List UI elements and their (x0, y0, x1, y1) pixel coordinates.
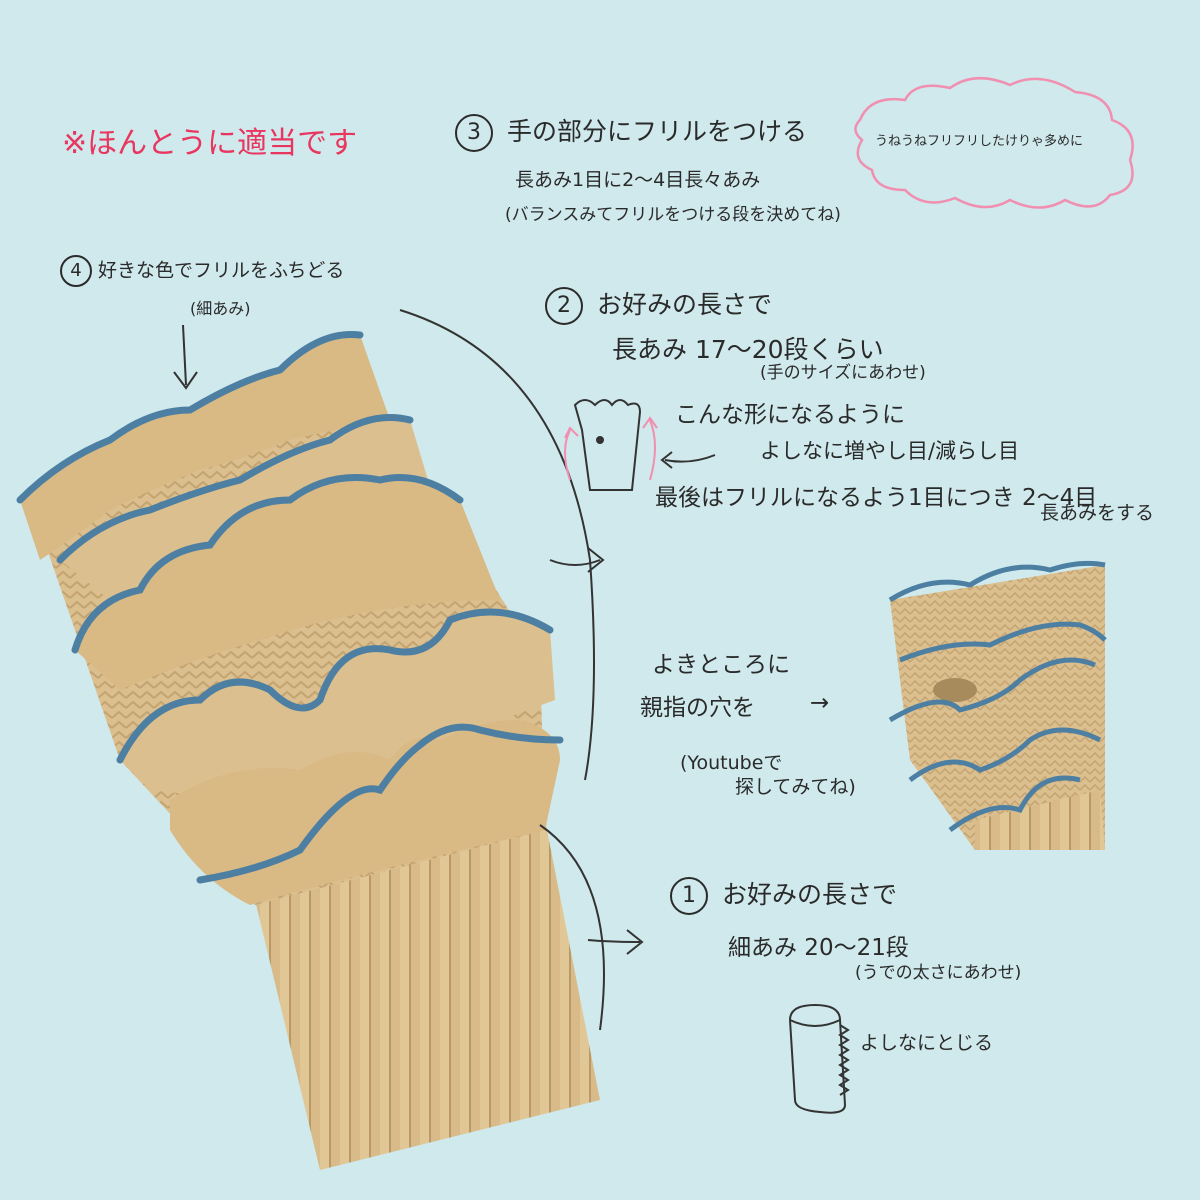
step3-line1: 長あみ1目に2〜4目長々あみ (515, 169, 761, 191)
ruffle-tier-3 (71, 474, 500, 690)
step1-line2: (うでの太さにあわせ) (855, 963, 1022, 983)
warmer-cuff (255, 820, 600, 1170)
step2-number: 2 (545, 287, 583, 325)
thumb-arrow: → (810, 690, 830, 716)
step1-line1: 細あみ 20〜21段 (728, 935, 909, 961)
disclaimer-note: ※ほんとうに適当です (62, 126, 358, 161)
thumb-youtube-2: 探してみてね) (735, 776, 856, 798)
step1-number: 1 (670, 877, 708, 915)
ruffle-tier-4 (116, 608, 555, 795)
cloud-note: うねうねフリフリしたけりゃ多めに (875, 134, 1084, 149)
step1-title: お好みの長さで (722, 880, 898, 909)
step4-heading: 4 好きな色でフリルをふちどる (60, 255, 344, 287)
step4-number: 4 (60, 255, 92, 287)
step3-heading: 3 手の部分にフリルをつける (455, 112, 807, 152)
shape-sketch-icon (564, 399, 716, 491)
curve-arrow-bottom (539, 824, 644, 1031)
step2-title: お好みの長さで (597, 290, 773, 319)
warmer-photo-main (16, 330, 600, 1170)
step1-close-note: よしなにとじる (860, 1032, 994, 1054)
step2-line1: 長あみ 17〜20段くらい (612, 335, 884, 364)
step2-shape-note: こんな形になるように (675, 402, 905, 428)
warmer-photo-inset (888, 560, 1107, 850)
step2-heading: 2 お好みの長さで (545, 285, 772, 325)
step2-line2: (手のサイズにあわせ) (760, 363, 926, 383)
cylinder-sketch-icon (788, 1003, 850, 1114)
ruffle-tier-5 (170, 720, 564, 905)
step4-title: 好きな色でフリルをふちどる (98, 259, 345, 282)
thumb-line1: よきところに (652, 652, 790, 678)
ruffle-tier-1 (16, 330, 390, 560)
step4-sub: (細あみ) (190, 299, 251, 318)
cloud-bubble (854, 76, 1134, 209)
step3-line2: (バランスみてフリルをつける段を決めてね) (505, 205, 841, 225)
step2-inc-dec: よしなに増やし目/減らし目 (760, 439, 1020, 463)
arrow-step4-down (173, 324, 198, 390)
thumb-youtube-1: (Youtubeで (680, 752, 783, 774)
curve-arrow-top (399, 309, 605, 781)
step1-heading: 1 お好みの長さで (670, 875, 897, 915)
thumb-line2: 親指の穴を (640, 695, 755, 721)
step2-final1: 最後はフリルになるよう1目につき 2〜4目 (655, 485, 1098, 511)
step2-final2: 長あみをする (1040, 502, 1155, 524)
step3-number: 3 (455, 114, 493, 152)
step3-title: 手の部分にフリルをつける (507, 117, 808, 146)
